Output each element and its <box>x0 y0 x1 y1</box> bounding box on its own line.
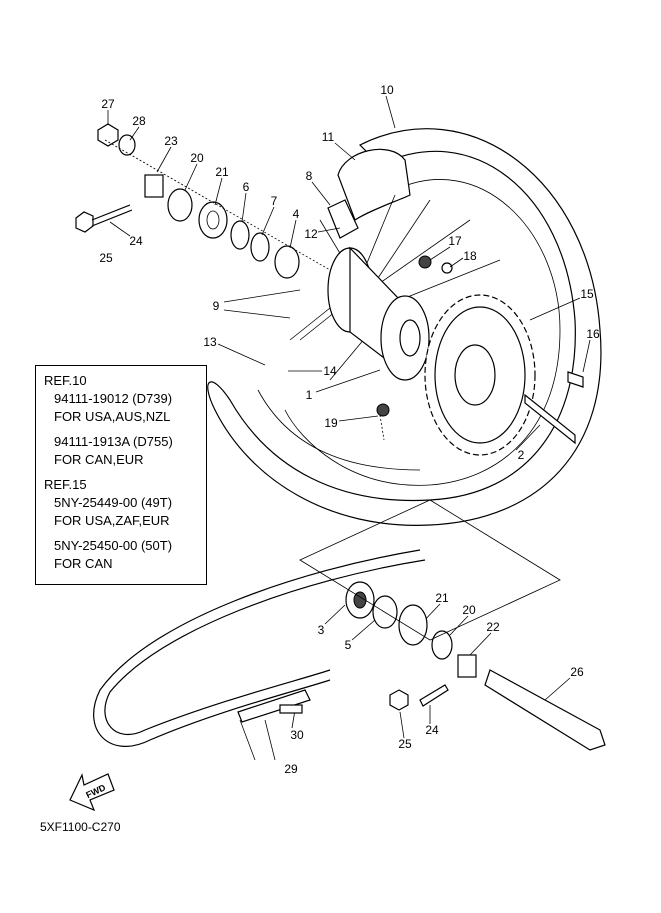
callout-22: 22 <box>486 620 500 634</box>
drive-chain <box>93 499 561 747</box>
callout-18: 18 <box>463 249 477 263</box>
ref15-region-1: FOR USA,ZAF,EUR <box>54 513 170 528</box>
sprocket <box>424 294 536 456</box>
rim-lock <box>327 199 359 239</box>
callout-19: 19 <box>324 416 338 430</box>
ref15-title: REF.15 <box>44 477 87 492</box>
callout-27: 27 <box>101 97 115 111</box>
tire <box>207 128 602 526</box>
callout-5: 5 <box>345 638 352 652</box>
diagram-code: 5XF1100-C270 <box>40 820 121 834</box>
leader-lines <box>107 95 591 761</box>
callout-9: 9 <box>213 299 220 313</box>
callout-4: 4 <box>293 207 300 221</box>
callout-12: 12 <box>304 227 318 241</box>
fwd-arrow: FWD <box>69 773 115 812</box>
callout-28: 28 <box>132 114 146 128</box>
callout-10: 10 <box>380 83 394 97</box>
ref10-region-1: FOR USA,AUS,NZL <box>54 409 171 424</box>
callout-16: 16 <box>586 327 600 341</box>
ref10-region-2: FOR CAN,EUR <box>54 452 144 467</box>
callout-30: 30 <box>290 728 304 742</box>
callout-14: 14 <box>323 364 337 378</box>
ref15-part-1: 5NY-25449-00 (49T) <box>54 495 173 510</box>
callout-1: 1 <box>306 388 313 402</box>
reference-box: REF.10 94111-19012 (D739) FOR USA,AUS,NZ… <box>35 365 207 585</box>
callout-29: 29 <box>284 762 298 776</box>
callout-labels: 27 28 23 20 21 6 7 4 24 25 10 11 8 12 17… <box>99 83 600 776</box>
callout-15: 15 <box>580 287 594 301</box>
callout-25-lower: 25 <box>398 737 412 751</box>
ref10-title: REF.10 <box>44 373 87 388</box>
callout-25: 25 <box>99 251 113 265</box>
callout-20-lower: 20 <box>462 603 476 617</box>
ref10-part-2: 94111-1913A (D755) <box>54 434 173 449</box>
callout-20: 20 <box>190 151 204 165</box>
callout-21: 21 <box>215 165 229 179</box>
alignment-lines <box>104 139 385 441</box>
hub <box>327 246 430 381</box>
callout-6: 6 <box>243 180 250 194</box>
ref15-part-2: 5NY-25450-00 (50T) <box>54 538 173 553</box>
callout-24-lower: 24 <box>425 723 439 737</box>
callout-13: 13 <box>203 335 217 349</box>
callout-8: 8 <box>306 169 313 183</box>
callout-11: 11 <box>322 130 335 144</box>
callout-21-lower: 21 <box>435 591 449 605</box>
callout-24: 24 <box>129 234 143 248</box>
ref15-region-2: FOR CAN <box>54 556 113 571</box>
callout-2: 2 <box>518 448 525 462</box>
callout-23: 23 <box>164 134 178 148</box>
parts-lower <box>345 581 606 751</box>
callout-3: 3 <box>318 623 325 637</box>
callout-7: 7 <box>271 194 278 208</box>
ref10-part-1: 94111-19012 (D739) <box>54 391 173 406</box>
callout-26: 26 <box>570 665 584 679</box>
parts-upper <box>75 123 584 445</box>
callout-17: 17 <box>448 234 462 248</box>
